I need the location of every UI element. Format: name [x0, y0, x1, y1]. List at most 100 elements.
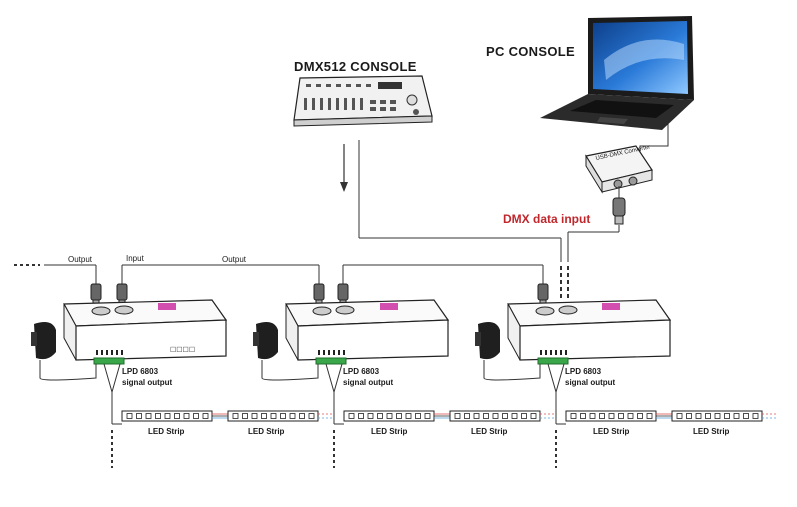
decoder-unit-3	[507, 283, 672, 365]
svg-text:LPD 6803: LPD 6803	[343, 367, 380, 376]
power-adapter-icon	[475, 322, 541, 381]
dmx-data-input-label: DMX data input	[503, 212, 590, 226]
led-chip	[454, 413, 461, 419]
lpd-output-label-1: LPD 6803 signal output	[122, 367, 173, 387]
lpd-output-label-2: LPD 6803 signal output	[343, 367, 394, 387]
led-chip	[637, 413, 643, 419]
led-chip	[724, 413, 730, 419]
led-strips	[121, 410, 776, 422]
led-chip	[386, 413, 393, 419]
led-chip	[415, 413, 421, 419]
decoder-unit-1: ☐☐☐☐	[63, 283, 228, 365]
led-chip	[424, 413, 431, 419]
led-chip	[492, 413, 499, 419]
svg-text:signal output: signal output	[122, 378, 173, 387]
signal-output-wiring	[103, 363, 566, 425]
led-chip	[705, 413, 711, 419]
led-chip	[348, 413, 355, 419]
led-chip	[676, 413, 683, 419]
led-chip	[695, 413, 702, 419]
output-label-2: Output	[222, 255, 247, 264]
led-strip-label: LED Strip	[593, 427, 630, 436]
dmx-console-label: DMX512 CONSOLE	[294, 59, 417, 74]
led-chip	[289, 413, 296, 419]
down-arrow-icon	[340, 144, 348, 192]
led-chip	[280, 413, 286, 419]
led-chip	[627, 413, 634, 419]
led-strip-label: LED Strip	[693, 427, 730, 436]
svg-text:signal output: signal output	[565, 378, 616, 387]
led-strip-segment	[343, 410, 435, 422]
led-strip-segment	[565, 410, 657, 422]
led-chip	[164, 413, 171, 419]
led-chip	[405, 413, 412, 419]
led-chip	[580, 413, 586, 419]
power-adapter-icon	[31, 322, 97, 381]
pc-console-label: PC CONSOLE	[486, 44, 575, 59]
led-chip	[202, 413, 209, 419]
svg-text:signal output: signal output	[343, 378, 394, 387]
input-label-1: Input	[126, 254, 145, 263]
led-chip	[733, 413, 740, 419]
led-chip	[193, 413, 199, 419]
led-chip	[299, 413, 305, 419]
power-adapter-icon	[253, 322, 319, 381]
led-chip	[396, 413, 402, 419]
led-strip-label: LED Strip	[471, 427, 508, 436]
led-chip	[483, 413, 489, 419]
xlr-plug-icon	[612, 186, 626, 225]
led-chip	[242, 413, 248, 419]
led-chip	[511, 413, 518, 419]
svg-text:LPD 6803: LPD 6803	[122, 367, 159, 376]
led-strip-segment	[227, 410, 319, 422]
led-chip	[155, 413, 161, 419]
led-chip	[232, 413, 239, 419]
lpd-output-label-3: LPD 6803 signal output	[565, 367, 616, 387]
led-chip	[367, 413, 374, 419]
output-label-1: Output	[68, 255, 93, 264]
led-chip	[714, 413, 721, 419]
led-chip	[589, 413, 596, 419]
decoder-unit-2	[285, 283, 450, 365]
led-chip	[570, 413, 577, 419]
led-strip-segment	[121, 410, 213, 422]
led-chip	[377, 413, 383, 419]
led-chip	[752, 413, 759, 419]
led-chip	[646, 413, 653, 419]
led-strip-label: LED Strip	[371, 427, 408, 436]
led-chip	[251, 413, 258, 419]
laptop-icon	[540, 16, 694, 130]
strip-continuation	[111, 430, 557, 468]
led-strip-label: LED Strip	[248, 427, 285, 436]
led-chip	[183, 413, 190, 419]
usb-dmx-converter: USB-DMX Converter	[585, 145, 653, 194]
chain-wiring	[44, 264, 544, 284]
led-strip-segment	[671, 410, 763, 422]
led-chip	[608, 413, 615, 419]
led-chip	[270, 413, 277, 419]
led-chip	[618, 413, 624, 419]
led-chip	[126, 413, 133, 419]
dmx-input-wiring	[358, 119, 669, 300]
svg-text:LPD 6803: LPD 6803	[565, 367, 602, 376]
led-chip	[174, 413, 180, 419]
dmx512-console	[293, 75, 433, 127]
led-chip	[136, 413, 142, 419]
decoder-model-text-1: ☐☐☐☐	[170, 346, 195, 354]
led-chip	[145, 413, 152, 419]
led-chip	[464, 413, 470, 419]
led-chip	[261, 413, 267, 419]
led-chip	[502, 413, 508, 419]
led-chip	[521, 413, 527, 419]
led-chip	[686, 413, 692, 419]
led-chip	[530, 413, 537, 419]
led-chip	[473, 413, 480, 419]
led-chip	[599, 413, 605, 419]
led-chip	[743, 413, 749, 419]
led-chip	[358, 413, 364, 419]
led-strip-segment	[449, 410, 541, 422]
led-chip	[308, 413, 315, 419]
led-strip-label: LED Strip	[148, 427, 185, 436]
led-strip-labels: LED Strip LED Strip LED Strip LED Strip …	[148, 427, 730, 436]
